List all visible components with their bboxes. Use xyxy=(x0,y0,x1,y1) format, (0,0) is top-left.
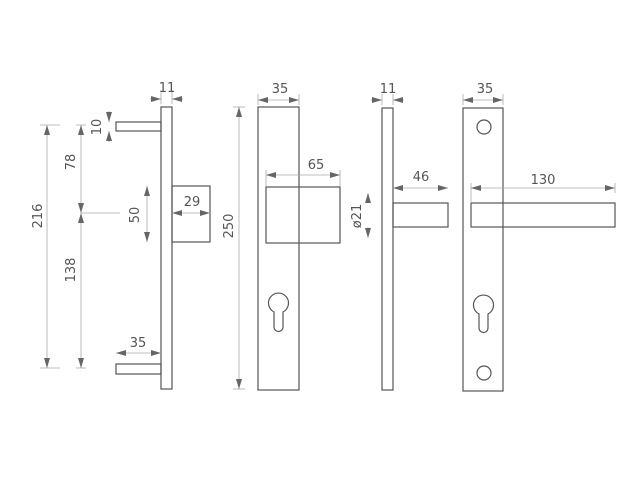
plate-front-lever xyxy=(462,107,504,392)
screw-hole-top xyxy=(476,119,492,135)
dim-upper-height: 78 xyxy=(64,154,79,171)
dim-knob-height: 50 xyxy=(128,207,143,224)
dim-lever-diameter: ø21 xyxy=(350,204,365,229)
dim-rose-width: 65 xyxy=(308,158,325,173)
dim-lower-height: 138 xyxy=(64,258,79,283)
dim-lever-projection: 46 xyxy=(413,170,430,185)
dim-plate-width: 35 xyxy=(272,82,289,97)
plate-side xyxy=(160,106,173,390)
dim-lever-length: 130 xyxy=(531,173,556,188)
bottom-arm xyxy=(115,363,162,375)
screw-hole-bottom xyxy=(476,365,492,381)
dim-knob-projection: 29 xyxy=(184,195,201,210)
side-view-knob: 11 10 216 78 138 50 29 35 xyxy=(31,81,211,390)
front-view-lever: 35 130 xyxy=(462,82,616,392)
dim-arm-thickness: 10 xyxy=(90,119,105,136)
front-view-knob: 35 250 65 xyxy=(222,82,341,391)
side-view-lever: 11 46 ø21 xyxy=(350,82,449,391)
dim-plate-height: 250 xyxy=(222,214,237,239)
dim-plate-thickness: 11 xyxy=(159,81,176,96)
rose-square xyxy=(265,186,341,244)
dim-arm-projection: 35 xyxy=(130,336,147,351)
plate-front xyxy=(257,106,300,391)
dim-total-height: 216 xyxy=(31,204,46,229)
dim-plate-width-lever: 35 xyxy=(477,82,494,97)
keyhole-lever xyxy=(472,294,495,334)
lever-front xyxy=(470,202,616,228)
dim-plate-thickness-lever: 11 xyxy=(380,82,397,97)
plate-side-lever xyxy=(381,107,394,391)
keyhole xyxy=(267,292,290,333)
lever-side xyxy=(392,202,449,228)
top-arm xyxy=(115,121,162,132)
